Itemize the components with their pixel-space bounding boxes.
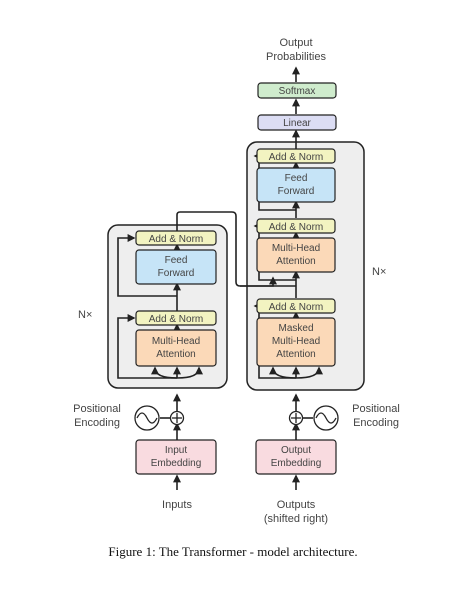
encoder-positional-encoding-label: Positional	[73, 403, 121, 415]
decoder-add-norm-top	[256, 148, 336, 164]
decoder-sine-wave-icon	[313, 405, 339, 431]
encoder-add-symbol	[169, 410, 185, 426]
inputs-label: Inputs	[162, 499, 192, 511]
architecture-diagram: Output Probabilities Softmax Linear Add …	[73, 37, 400, 525]
decoder-masked-attention-label: Multi-Head	[272, 336, 320, 347]
output-probabilities-label: Output	[279, 37, 312, 49]
outputs-shifted-label: (shifted right)	[264, 513, 328, 525]
encoder-feed-forward-label: Feed	[165, 255, 188, 266]
figure-caption: Figure 1: The Transformer - model archit…	[108, 544, 358, 559]
decoder-masked-attention-label: Masked	[278, 323, 313, 334]
decoder-add-norm-label: Add & Norm	[269, 222, 323, 233]
decoder-add-norm-middle	[256, 218, 336, 234]
encoder-add-norm-label: Add & Norm	[149, 314, 203, 325]
input-embedding-block	[135, 439, 217, 475]
encoder-feed-forward	[135, 249, 217, 285]
encoder-attention-label: Multi-Head	[152, 336, 200, 347]
output-embedding-label: Output	[281, 445, 311, 456]
decoder-cross-attention-label: Attention	[276, 256, 315, 267]
decoder-cross-attention	[256, 237, 336, 273]
decoder-add-norm-label: Add & Norm	[269, 302, 323, 313]
decoder-positional-encoding-label: Encoding	[353, 417, 399, 429]
linear-block	[257, 114, 337, 131]
decoder-feed-forward-label: Forward	[278, 186, 315, 197]
decoder-add-norm-label: Add & Norm	[269, 152, 323, 163]
softmax-label: Softmax	[279, 86, 316, 97]
encoder-positional-encoding-label: Encoding	[74, 417, 120, 429]
decoder-feed-forward-label: Feed	[285, 173, 308, 184]
encoder-attention	[135, 329, 217, 367]
decoder-feed-forward	[256, 167, 336, 203]
softmax-block	[257, 82, 337, 99]
decoder-add-symbol	[288, 410, 304, 426]
decoder-masked-attention-label: Attention	[276, 349, 315, 360]
decoder-add-norm-bottom	[256, 298, 336, 314]
output-probabilities-label: Probabilities	[266, 51, 326, 63]
output-embedding-block	[255, 439, 337, 475]
input-embedding-label: Input	[165, 445, 187, 456]
encoder-add-norm-bottom	[135, 310, 217, 326]
encoder-add-norm-label: Add & Norm	[149, 234, 203, 245]
input-embedding-label: Embedding	[151, 458, 202, 469]
outputs-label: Outputs	[277, 499, 316, 511]
encoder-sine-wave-icon	[134, 405, 160, 431]
decoder-positional-encoding-label: Positional	[352, 403, 400, 415]
decoder-nx-label: N×	[372, 266, 386, 278]
linear-label: Linear	[283, 118, 311, 129]
encoder-nx-label: N×	[78, 309, 92, 321]
decoder-masked-attention	[256, 317, 336, 367]
encoder-feed-forward-label: Forward	[158, 268, 195, 279]
decoder-cross-attention-label: Multi-Head	[272, 243, 320, 254]
output-embedding-label: Embedding	[271, 458, 322, 469]
encoder-add-norm-top	[135, 230, 217, 246]
encoder-attention-label: Attention	[156, 349, 195, 360]
